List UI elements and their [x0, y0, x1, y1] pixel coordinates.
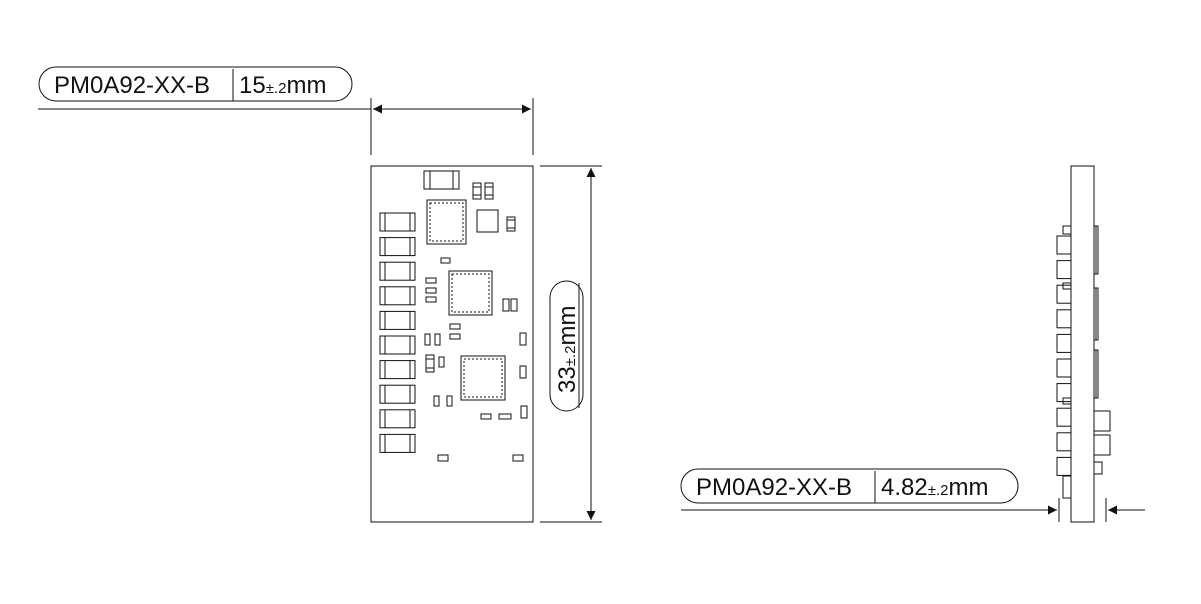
ic-chip-1 [426, 199, 467, 245]
side-pad [1056, 358, 1072, 378]
resistor-row-bottom [480, 405, 528, 420]
side-resistor [506, 216, 516, 232]
height-callout-bubble [549, 280, 584, 412]
side-pad [1056, 456, 1072, 476]
height-dimension [540, 165, 602, 523]
side-pad [1056, 407, 1072, 427]
side-pad [1056, 309, 1072, 329]
tall-resistor [425, 354, 435, 373]
side-small-component [1062, 282, 1072, 290]
edge-pad [379, 409, 416, 429]
width-callout-bubble [38, 66, 353, 102]
pcb-front-view [370, 165, 534, 523]
edge-pad [379, 384, 416, 404]
left-pad-column [379, 212, 416, 453]
side-pad [1056, 333, 1072, 353]
depth-callout-bubble [680, 468, 1019, 504]
side-pad [1056, 284, 1072, 304]
side-small-component [1062, 475, 1072, 499]
edge-pad [379, 433, 416, 453]
side-pad [1056, 235, 1072, 255]
depth-callout [680, 468, 1040, 511]
resistor-bottom-right [512, 454, 524, 462]
depth-value-text: 4.82±.2mm [881, 474, 988, 501]
width-dimension [370, 98, 534, 155]
edge-pad [379, 212, 416, 232]
side-pad [1056, 383, 1072, 403]
width-value-text: 15±.2mm [239, 72, 326, 99]
resistor-stack [425, 277, 437, 303]
resistor-pair-bottom-left [433, 395, 453, 407]
side-view-components-left [1056, 225, 1072, 499]
resistor-right-1 [519, 332, 527, 346]
edge-pad [379, 335, 416, 355]
edge-pad [379, 237, 416, 257]
side-pad [1056, 260, 1072, 280]
ic-chip-2 [448, 270, 493, 316]
edge-pad [379, 310, 416, 330]
square-component [476, 209, 499, 233]
top-resistor-pair [472, 182, 494, 200]
depth-callout-text: PM0A92-XX-B [696, 474, 852, 501]
edge-pad [379, 261, 416, 281]
height-value-text: 33±.2mm [554, 306, 581, 393]
top-capacitor [423, 170, 460, 190]
side-pad [1056, 432, 1072, 452]
side-small-component [1062, 397, 1072, 405]
height-callout [549, 280, 584, 412]
side-small-component [1062, 225, 1072, 235]
side-view-components-right [1093, 225, 1111, 475]
width-callout-text: PM0A92-XX-B [54, 72, 210, 99]
edge-pad [379, 286, 416, 306]
resistor-pair-right [502, 298, 518, 312]
resistor-left-2 [438, 356, 445, 368]
depth-dimension [1040, 498, 1145, 522]
edge-pad [379, 360, 416, 380]
pcb-side-view [1070, 165, 1095, 523]
width-callout [38, 66, 371, 110]
resistor-bottom-left [437, 454, 449, 462]
resistor-right-2 [519, 365, 527, 379]
small-resistor [440, 257, 451, 264]
resistor-pair-mid [449, 323, 461, 340]
resistor-pair-left [424, 333, 441, 346]
ic-chip-3 [460, 355, 506, 401]
